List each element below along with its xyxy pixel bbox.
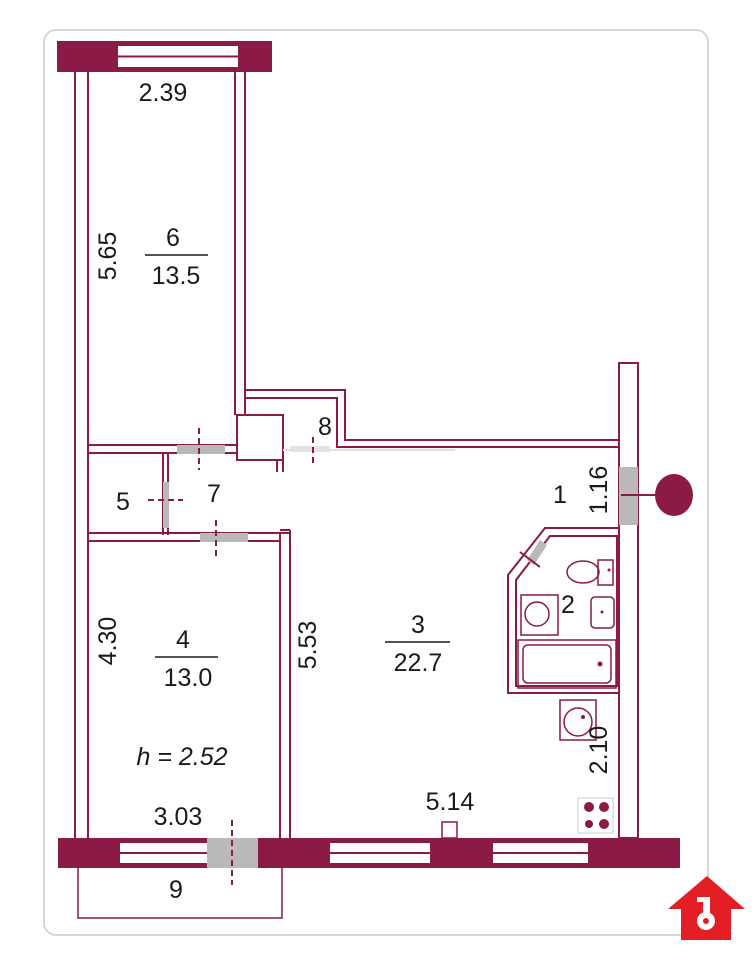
room-7-number: 7 <box>207 480 221 508</box>
appliance-marks <box>581 568 611 829</box>
ceiling-height: h = 2.52 <box>136 743 227 771</box>
entrance-marker-icon <box>655 474 693 516</box>
room-4-number: 4 <box>176 626 190 654</box>
room-4-area: 13.0 <box>164 664 213 692</box>
room-5-number: 5 <box>116 488 130 516</box>
room-8-number: 8 <box>318 413 332 441</box>
room-6-number: 6 <box>166 224 180 252</box>
room-3-number: 3 <box>411 611 425 639</box>
room-3-area: 22.7 <box>394 649 443 677</box>
plan-frame <box>43 29 709 936</box>
room-9-number: 9 <box>169 876 183 904</box>
dimension-room4-length: 4.30 <box>94 617 122 666</box>
room-6-area: 13.5 <box>152 262 201 290</box>
house-key-logo-icon <box>668 876 745 940</box>
room-2-number: 2 <box>561 591 575 619</box>
dimension-room3-width: 5.14 <box>426 788 475 816</box>
dimension-kitchen-width: 2.10 <box>585 726 613 775</box>
dimension-room6-width: 2.39 <box>139 79 188 107</box>
dimension-room4-width: 3.03 <box>154 803 203 831</box>
windows <box>57 41 680 868</box>
room-1-number: 1 <box>553 481 567 509</box>
dimension-room6-length: 5.65 <box>94 232 122 281</box>
dimension-entrance-width: 1.16 <box>585 466 613 515</box>
dimension-room3-length: 5.53 <box>294 621 322 670</box>
door-swing-marks <box>148 428 541 885</box>
